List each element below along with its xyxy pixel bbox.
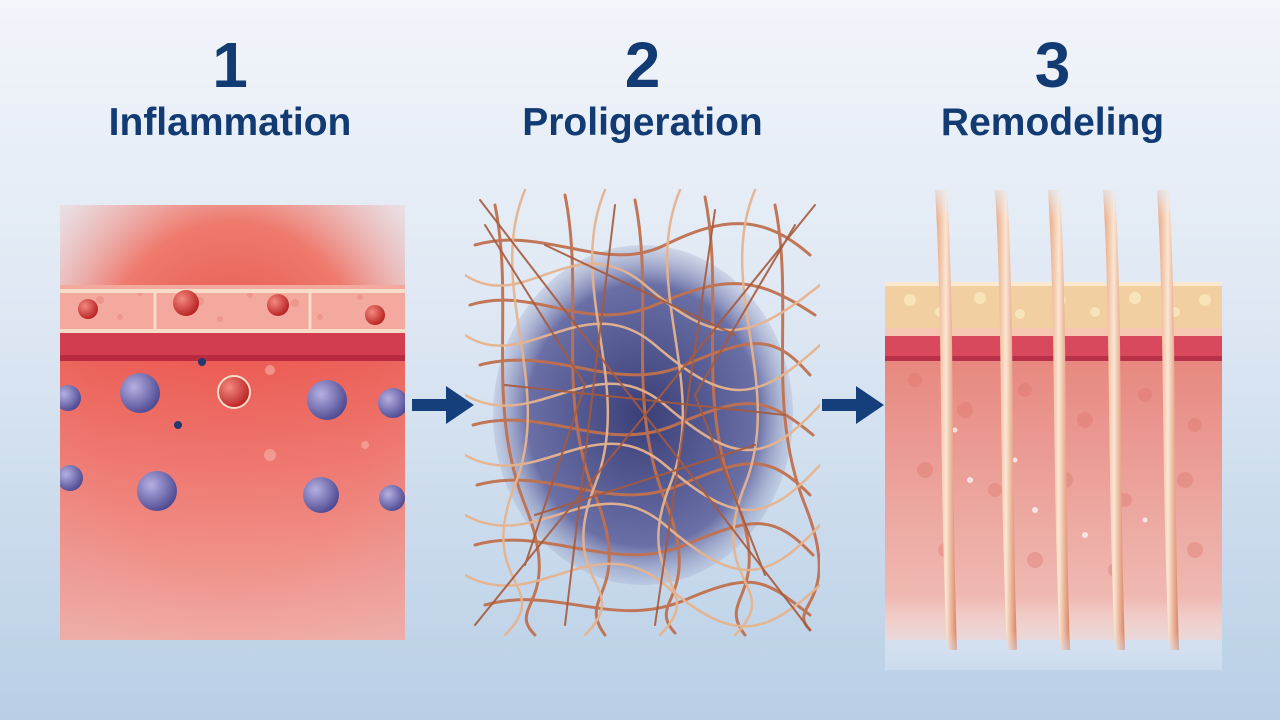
- stage-number: 3: [1034, 29, 1071, 101]
- right-arrow-icon: [820, 382, 886, 428]
- stage-number: 1: [212, 29, 248, 101]
- stage-heading-remodeling: 3 Remodeling: [885, 30, 1220, 146]
- remodeling-illustration: [885, 180, 1222, 670]
- stage-title: Remodeling: [940, 101, 1165, 144]
- inflammation-illustration: [60, 205, 405, 640]
- stage-heading-inflammation: 1 Inflammation: [60, 30, 400, 146]
- stage-title: Proligeration: [522, 101, 763, 144]
- stage-heading-proliferation: 2 Proligeration: [470, 30, 815, 146]
- right-arrow-icon: [410, 382, 476, 428]
- stage-title: Inflammation: [108, 101, 352, 144]
- proliferation-illustration: [465, 185, 820, 640]
- stage-number: 2: [624, 29, 661, 101]
